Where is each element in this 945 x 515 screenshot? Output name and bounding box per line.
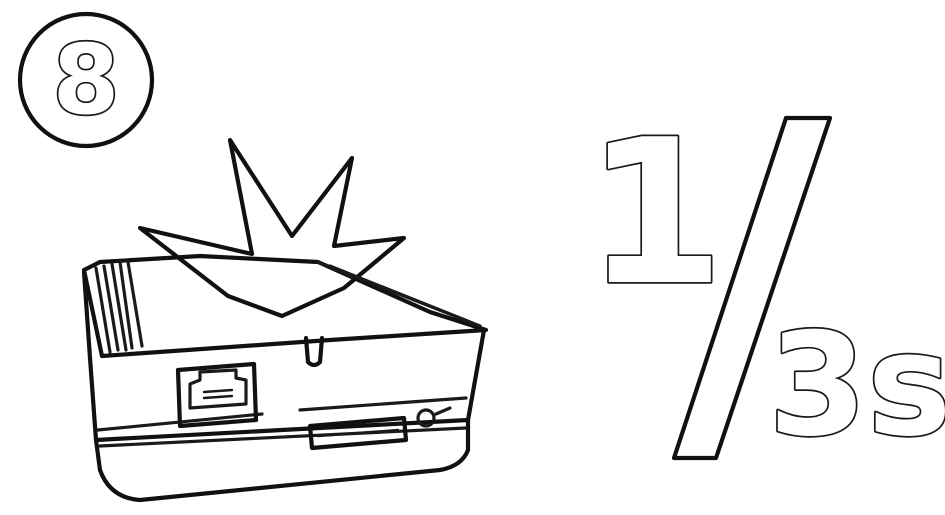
- timing-fraction: 1 3s: [585, 97, 945, 468]
- timing-numerator: 1: [585, 97, 724, 330]
- timing-denominator: 3s: [768, 303, 945, 468]
- step-number: 8: [53, 24, 120, 136]
- router-device-icon: [84, 256, 486, 500]
- step-badge: 8: [20, 14, 152, 146]
- flash-burst-icon: [140, 140, 404, 316]
